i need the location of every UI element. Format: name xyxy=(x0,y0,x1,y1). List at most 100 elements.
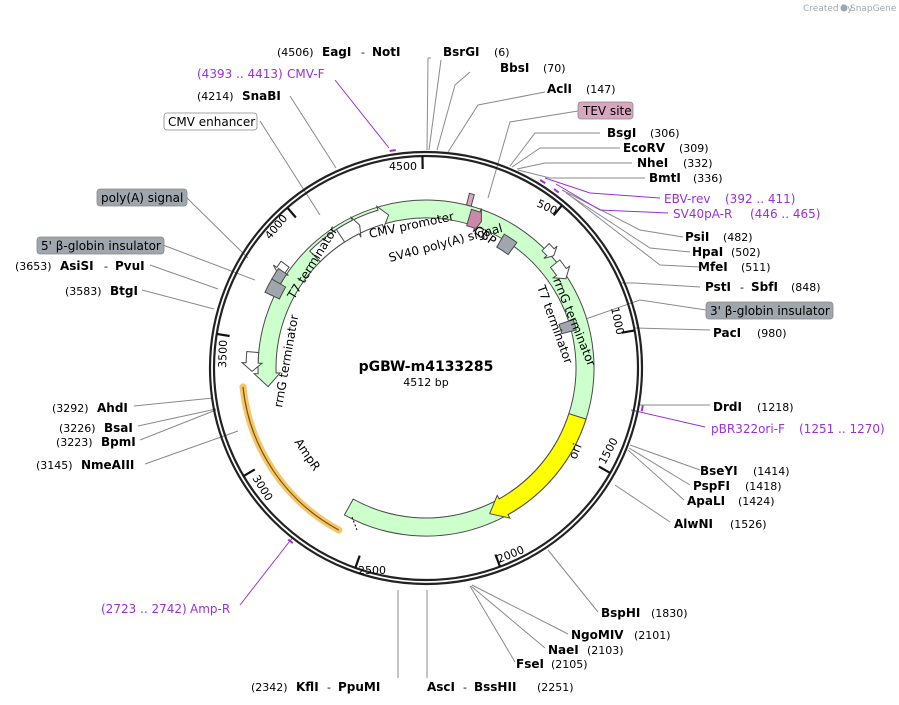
site-pos: (511) xyxy=(741,261,771,274)
site-name: ApaLI xyxy=(687,494,725,508)
feature-sv40-polya-box[interactable] xyxy=(496,233,518,256)
feature-ampr-arrow[interactable] xyxy=(252,199,595,537)
site-bsgi[interactable]: BsgI (306) xyxy=(607,126,680,140)
site-alwni[interactable]: AlwNI (1526) xyxy=(674,517,767,531)
site-psii[interactable]: PsiI (482) xyxy=(685,230,753,244)
site-pos: (147) xyxy=(586,83,616,96)
primer-ebv-rev[interactable]: EBV-rev (392 .. 411) xyxy=(664,192,795,206)
leader-bseyi xyxy=(629,444,701,471)
site-asci-bsshii[interactable]: AscI - BssHII (2251) xyxy=(427,680,574,694)
leader-hpai xyxy=(565,192,691,253)
site-asisi-pvui[interactable]: (3653) AsiSI - PvuI xyxy=(15,259,145,273)
feature-rrng-terminator-right[interactable] xyxy=(549,259,571,280)
site-partner: BssHII xyxy=(474,680,516,694)
primer-amp-r[interactable]: (2723 .. 2742) Amp-R xyxy=(101,602,230,616)
site-pos: (980) xyxy=(757,327,787,340)
five-beta-globin-label[interactable]: 5' β-globin insulator xyxy=(36,236,165,255)
site-nhei[interactable]: NheI (332) xyxy=(637,156,713,170)
site-pos: (2105) xyxy=(551,658,588,671)
primer-sv40pa-r[interactable]: SV40pA-R (446 .. 465) xyxy=(673,207,820,221)
site-name: NheI xyxy=(637,156,668,170)
site-bmti[interactable]: BmtI (336) xyxy=(649,171,723,185)
primer-pbr322ori-f[interactable]: pBR322ori-F (1251 .. 1270) xyxy=(711,422,885,436)
site-naei[interactable]: NaeI (2103) xyxy=(548,643,624,657)
site-name: EcoRV xyxy=(623,141,666,155)
site-separator: - xyxy=(104,260,108,273)
polya-signal-label[interactable]: poly(A) signal xyxy=(96,188,188,207)
feature-rrng-terminator-left[interactable] xyxy=(240,350,264,373)
site-pos: (3292) xyxy=(52,402,89,415)
primer-cmv-f[interactable]: (4393 .. 4413) CMV-F xyxy=(197,67,325,81)
leader-ecorv xyxy=(511,147,620,168)
leader-acli xyxy=(447,91,546,153)
site-acli[interactable]: AclI (147) xyxy=(547,82,616,96)
tick-label-4500: 4500 xyxy=(389,160,417,173)
site-pos: (482) xyxy=(723,231,753,244)
site-psti-sbfi[interactable]: PstI - SbfI (848) xyxy=(705,280,821,294)
feature-ori-arrow[interactable] xyxy=(489,412,587,519)
site-bbsi[interactable]: BbsI (70) xyxy=(500,61,566,75)
cmv-enhancer-label[interactable]: CMV enhancer xyxy=(163,112,258,131)
site-bseyi[interactable]: BseYI (1414) xyxy=(700,464,790,478)
site-paci[interactable]: PacI (980) xyxy=(713,326,787,340)
leader-btgi xyxy=(141,289,215,310)
site-bpmi[interactable]: (3223) BpmI xyxy=(56,435,136,449)
site-name: AlwNI xyxy=(674,517,713,531)
restriction-sites: (4506) EagI - NotI BsrGI (6) BbsI (70) A… xyxy=(15,45,821,694)
site-name: PacI xyxy=(713,326,741,340)
site-name: BsrGI xyxy=(443,45,480,59)
site-bsai[interactable]: (3226) BsaI xyxy=(59,421,133,435)
ampr-highlight-line xyxy=(242,386,340,531)
site-pspfi[interactable]: PspFI (1418) xyxy=(693,479,782,493)
site-partner: NotI xyxy=(372,45,401,59)
site-bsphi[interactable]: BspHI (1830) xyxy=(601,606,688,620)
backbone-outer-ring xyxy=(208,150,644,586)
site-fsei[interactable]: FseI (2105) xyxy=(516,657,588,671)
leader-eagi xyxy=(426,57,431,151)
site-ngomiv[interactable]: NgoMIV (2101) xyxy=(571,628,671,642)
site-pos: (3145) xyxy=(36,459,73,472)
site-ecorv[interactable]: EcoRV (309) xyxy=(623,141,709,155)
primer-name: CMV-F xyxy=(287,67,325,81)
feature-t7-terminator-right[interactable] xyxy=(541,242,558,259)
feature-5-beta-globin-box[interactable] xyxy=(271,267,288,285)
leader-ebv-rev xyxy=(544,177,661,199)
label-t7-terminator-left: T7 terminator xyxy=(284,224,340,302)
site-eagi-noti[interactable]: (4506) EagI - NotI xyxy=(277,45,401,59)
tick-mark-3000 xyxy=(243,468,256,477)
feature-3-beta-globin-box[interactable] xyxy=(558,318,577,335)
site-pos: (1218) xyxy=(757,401,794,414)
site-mfei[interactable]: MfeI (511) xyxy=(698,260,771,274)
site-apali[interactable]: ApaLI (1424) xyxy=(687,494,775,508)
feature-cmv-enhancer-arrow[interactable] xyxy=(335,216,362,243)
site-drdi[interactable]: DrdI (1218) xyxy=(713,400,794,414)
site-name: NmeAIII xyxy=(81,458,134,472)
site-separator: - xyxy=(361,46,365,59)
site-nmeaiii[interactable]: (3145) NmeAIII xyxy=(36,458,134,472)
feature-cbp-arrow[interactable] xyxy=(466,208,482,233)
polya-signal-text: poly(A) signal xyxy=(101,191,183,205)
feature-polya-signal-box[interactable] xyxy=(264,278,287,300)
site-snabi[interactable]: (4214) SnaBI xyxy=(197,89,281,103)
site-ahdi[interactable]: (3292) AhdI xyxy=(52,401,128,415)
tev-site-label[interactable]: TEV site xyxy=(577,101,634,120)
feature-tev-site-box[interactable] xyxy=(465,192,475,207)
three-beta-globin-label[interactable]: 3' β-globin insulator xyxy=(705,301,834,320)
site-hpai[interactable]: HpaI (502) xyxy=(692,245,761,259)
site-btgi[interactable]: (3583) BtgI xyxy=(65,284,138,298)
site-name: BtgI xyxy=(110,284,138,298)
leader-psti xyxy=(621,282,701,288)
primer-range: (2723 .. 2742) xyxy=(101,602,187,616)
site-name: PspFI xyxy=(693,479,730,493)
tick-mark-3500 xyxy=(216,332,230,338)
site-bsrgi[interactable]: BsrGI (6) xyxy=(443,45,510,59)
site-kfli-ppumi[interactable]: (2342) KflI - PpuMI xyxy=(251,680,380,694)
leader-bsgi xyxy=(509,132,600,167)
leader-sv40pa-r xyxy=(555,183,669,214)
site-pos: (332) xyxy=(683,157,713,170)
snapgene-logo-icon xyxy=(840,4,848,12)
site-name: AscI xyxy=(427,680,455,694)
leader-asisi xyxy=(149,264,219,290)
position-ticks xyxy=(216,156,635,569)
